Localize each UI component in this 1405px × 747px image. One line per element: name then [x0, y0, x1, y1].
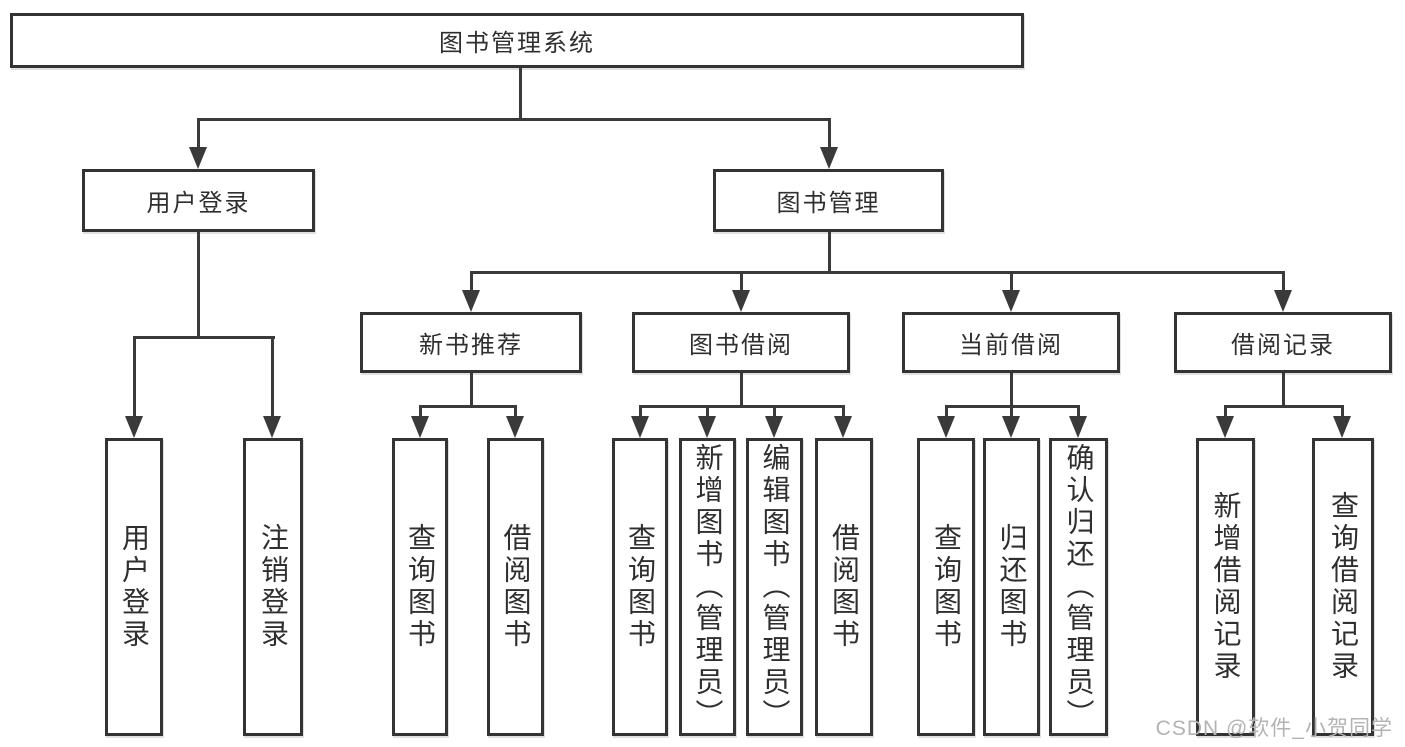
- arrow-down-icon: [263, 416, 281, 438]
- connector-user-login-hbar: [133, 336, 275, 339]
- connector-root-to-book-management: [828, 118, 831, 147]
- leaf-bb-query-books-label: 查询图书: [625, 523, 656, 651]
- node-book-management: 图书管理: [713, 169, 944, 232]
- arrow-down-icon: [765, 416, 783, 438]
- leaf-br-query-record-label: 查询借阅记录: [1328, 491, 1359, 683]
- leaf-bb-borrow-books: 借阅图书: [815, 438, 873, 736]
- node-root-label: 图书管理系统: [439, 30, 595, 57]
- connector-new-book-hbar: [419, 405, 517, 408]
- connector-user-login-stem: [197, 232, 200, 336]
- arrow-down-icon: [1333, 416, 1351, 438]
- connector-root-stem: [519, 68, 522, 118]
- arrow-down-icon: [698, 416, 716, 438]
- leaf-br-query-record: 查询借阅记录: [1312, 438, 1374, 736]
- connector-to-leaf-user-login: [133, 336, 136, 416]
- node-current-borrowing-label: 当前借阅: [959, 332, 1063, 359]
- leaf-nb-borrow-books-label: 借阅图书: [500, 523, 532, 651]
- arrow-down-icon: [1274, 290, 1292, 312]
- connector-root-hbar: [197, 118, 831, 121]
- connector-to-book-borrowing: [740, 271, 743, 290]
- leaf-user-login-label: 用户登录: [119, 523, 150, 651]
- leaf-bb-borrow-books-label: 借阅图书: [829, 523, 860, 651]
- arrow-down-icon: [732, 290, 750, 312]
- arrow-down-icon: [834, 416, 852, 438]
- leaf-cb-query-books-label: 查询图书: [931, 523, 962, 651]
- connector-to-leaf-br-add: [1224, 405, 1227, 416]
- arrow-down-icon: [462, 290, 480, 312]
- connector-borrowing-records-stem: [1282, 373, 1285, 405]
- node-user-login-label: 用户登录: [146, 190, 251, 217]
- connector-book-borrowing-stem: [740, 373, 743, 405]
- leaf-logout: 注销登录: [243, 438, 303, 736]
- csdn-watermark: CSDN @软件_小贺同学: [1155, 717, 1393, 740]
- leaf-nb-query-books: 查询图书: [392, 438, 448, 736]
- arrow-down-icon: [937, 416, 955, 438]
- leaf-cb-return-books: 归还图书: [983, 438, 1040, 736]
- connector-book-borrowing-hbar: [639, 405, 844, 408]
- connector-to-leaf-br-query: [1341, 405, 1344, 416]
- connector-book-management-stem: [828, 232, 831, 271]
- arrow-down-icon: [125, 416, 143, 438]
- arrow-down-icon: [1002, 416, 1020, 438]
- connector-to-leaf-bb-query: [639, 405, 642, 416]
- leaf-bb-edit-books-admin-label: 编辑图书（管理员）: [759, 443, 791, 731]
- leaf-cb-confirm-return-admin-label: 确认归还（管理员）: [1063, 443, 1095, 731]
- connector-to-leaf-bb-edit: [773, 405, 776, 416]
- connector-to-leaf-logout: [271, 336, 274, 416]
- connector-borrowing-records-hbar: [1224, 405, 1343, 408]
- node-book-borrowing: 图书借阅: [632, 312, 850, 373]
- leaf-bb-add-books-admin-label: 新增图书（管理员）: [692, 443, 724, 731]
- node-borrowing-records-label: 借阅记录: [1231, 332, 1335, 359]
- node-borrowing-records: 借阅记录: [1174, 312, 1392, 373]
- leaf-nb-query-books-label: 查询图书: [405, 523, 436, 651]
- node-current-borrowing: 当前借阅: [902, 312, 1120, 373]
- connector-to-leaf-nb-query: [419, 405, 422, 416]
- arrow-down-icon: [189, 147, 207, 169]
- leaf-cb-confirm-return-admin: 确认归还（管理员）: [1049, 438, 1108, 736]
- node-new-book-recommend: 新书推荐: [360, 312, 582, 373]
- node-user-login: 用户登录: [82, 169, 315, 232]
- arrow-down-icon: [1002, 290, 1020, 312]
- leaf-bb-edit-books-admin: 编辑图书（管理员）: [746, 438, 803, 736]
- leaf-nb-borrow-books: 借阅图书: [487, 438, 544, 736]
- arrow-down-icon: [506, 416, 524, 438]
- node-root: 图书管理系统: [10, 13, 1024, 68]
- connector-to-leaf-cb-confirm: [1077, 405, 1080, 416]
- arrow-down-icon: [1069, 416, 1087, 438]
- arrow-down-icon: [631, 416, 649, 438]
- leaf-bb-add-books-admin: 新增图书（管理员）: [679, 438, 736, 736]
- leaf-cb-return-books-label: 归还图书: [996, 523, 1028, 651]
- connector-to-current-borrowing: [1010, 271, 1013, 290]
- leaf-bb-query-books: 查询图书: [612, 438, 668, 736]
- arrow-down-icon: [1216, 416, 1234, 438]
- arrow-down-icon: [820, 147, 838, 169]
- connector-to-leaf-cb-query: [945, 405, 948, 416]
- leaf-br-add-record-label: 新增借阅记录: [1210, 491, 1242, 683]
- arrow-down-icon: [411, 416, 429, 438]
- connector-to-borrowing-records: [1282, 271, 1285, 290]
- connector-to-leaf-cb-return: [1010, 405, 1013, 416]
- connector-book-management-hbar: [470, 271, 1284, 274]
- connector-to-leaf-bb-borrow: [842, 405, 845, 416]
- node-book-management-label: 图书管理: [776, 190, 881, 217]
- connector-to-new-book-recommend: [470, 271, 473, 290]
- leaf-cb-query-books: 查询图书: [917, 438, 975, 736]
- connector-root-to-user-login: [197, 118, 200, 147]
- leaf-user-login: 用户登录: [105, 438, 163, 736]
- leaf-br-add-record: 新增借阅记录: [1196, 438, 1255, 736]
- connector-to-leaf-bb-add: [706, 405, 709, 416]
- connector-current-borrowing-stem: [1010, 373, 1013, 405]
- node-book-borrowing-label: 图书借阅: [689, 332, 793, 359]
- node-new-book-recommend-label: 新书推荐: [419, 332, 523, 359]
- connector-to-leaf-nb-borrow: [514, 405, 517, 416]
- leaf-logout-label: 注销登录: [258, 523, 289, 651]
- connector-new-book-stem: [470, 373, 473, 405]
